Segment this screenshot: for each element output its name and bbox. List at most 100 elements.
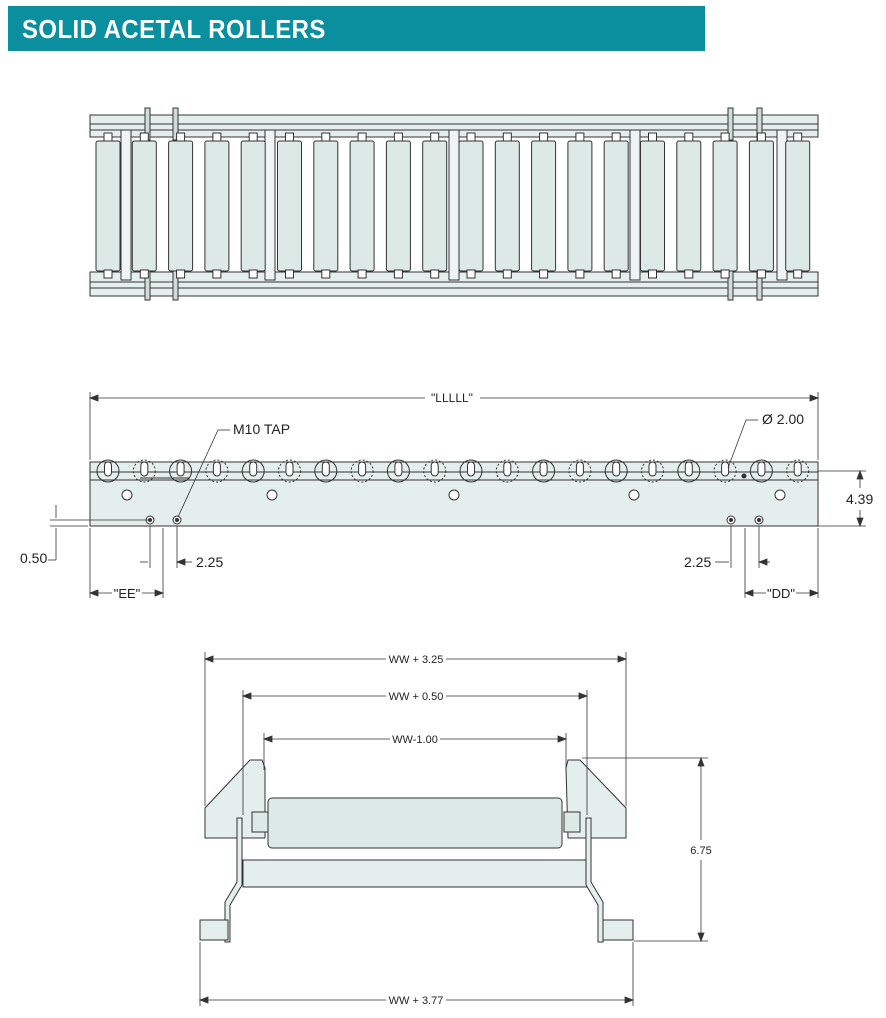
roller — [240, 140, 266, 272]
bolt-post — [172, 107, 179, 141]
roller — [277, 140, 302, 272]
roller-axle-top — [248, 132, 258, 142]
roller-axle-bottom — [176, 269, 186, 279]
roller — [603, 140, 629, 272]
roller-axle-top — [502, 132, 512, 142]
axle-slot — [176, 461, 185, 477]
lower-cross-member — [242, 859, 589, 888]
roller-end — [314, 459, 338, 483]
tap-label: M10 TAP — [233, 421, 290, 437]
roller-end — [568, 459, 592, 483]
roller-end — [241, 459, 265, 483]
cross-tie — [629, 129, 641, 281]
end-view — [199, 759, 634, 943]
axle-slot — [321, 461, 330, 477]
roller-axle-bottom — [357, 269, 367, 279]
roller-axle-top — [466, 132, 476, 142]
roller-end — [132, 459, 156, 483]
axle-slot — [684, 461, 693, 477]
axle-slot — [358, 461, 367, 477]
roller-axle-bottom — [248, 269, 258, 279]
roller-axle-bottom — [611, 269, 621, 279]
roller-axle-bottom — [139, 269, 149, 279]
roller-axle-top — [684, 132, 694, 142]
roller-axle-top — [648, 132, 657, 142]
roller — [676, 140, 702, 272]
roller-axle-bottom — [321, 269, 331, 279]
roller-end — [604, 459, 628, 483]
roller-axle-top — [176, 132, 186, 142]
roller — [785, 140, 811, 272]
roller-axle-top — [720, 132, 730, 142]
height-label-end: 6.75 — [690, 845, 711, 857]
roller-axle-bottom — [539, 269, 549, 279]
axle-slot — [503, 461, 512, 477]
roller-end — [169, 459, 193, 483]
roller-end — [459, 459, 483, 483]
offset-label: 0.50 — [20, 550, 47, 566]
roller-axle-top — [430, 132, 440, 142]
frame-hole — [448, 489, 460, 501]
roller-axle-top — [212, 132, 222, 142]
axle-slot — [249, 461, 258, 477]
roller-axle-bottom — [684, 269, 694, 279]
right-leg — [585, 817, 604, 943]
diameter-label: Ø 2.00 — [762, 411, 804, 427]
roller — [640, 140, 665, 272]
roller-end — [495, 459, 519, 483]
cross-tie — [448, 129, 460, 281]
right-spacing-label: 2.25 — [684, 554, 711, 570]
width-roller-label: WW-1.00 — [392, 734, 438, 746]
roller-axle-bottom — [648, 269, 657, 279]
roller — [204, 140, 230, 272]
roller-axle-bottom — [756, 269, 766, 279]
axle-slot — [430, 461, 439, 477]
roller-axle-bottom — [285, 269, 294, 279]
roller-axle-bottom — [212, 269, 222, 279]
overall-length-label: "LLLLL" — [431, 391, 473, 405]
roller-axle-bottom — [793, 269, 803, 279]
width-bottom-label: WW + 3.77 — [389, 995, 444, 1007]
axle-slot — [539, 461, 548, 477]
axle-slot — [575, 461, 584, 477]
roller — [385, 140, 411, 272]
roller-end — [386, 459, 410, 483]
axle-slot — [467, 461, 475, 477]
roller — [131, 140, 157, 272]
roller — [422, 140, 448, 272]
roller-end — [713, 459, 737, 483]
roller — [458, 140, 484, 272]
page-title: SOLID ACETAL ROLLERS — [22, 14, 326, 44]
axle-slot — [793, 461, 802, 477]
roller-bushing-left — [251, 811, 269, 833]
roller-end — [278, 459, 301, 483]
axle-slot — [394, 461, 403, 477]
roller — [313, 140, 339, 272]
right-end-label: "DD" — [767, 586, 795, 601]
roller-axle-top — [611, 132, 621, 142]
roller-axle-bottom — [430, 269, 440, 279]
roller-end — [749, 459, 773, 483]
axle-slot — [757, 461, 766, 477]
roller-axle-bottom — [502, 269, 512, 279]
roller-bushing-right — [563, 811, 581, 833]
roller — [168, 140, 194, 272]
axle-slot — [104, 461, 112, 477]
roller — [748, 140, 774, 272]
axle-slot — [612, 461, 621, 477]
frame-hole — [121, 489, 133, 501]
cross-tie — [120, 129, 132, 281]
roller-end — [677, 459, 701, 483]
roller-axle-bottom — [466, 269, 476, 279]
axle-slot — [721, 461, 730, 477]
roller-axle-top — [285, 132, 294, 142]
frame-hole — [266, 489, 278, 501]
axle-slot — [285, 461, 294, 477]
roller — [349, 140, 375, 272]
right-foot — [602, 919, 634, 941]
roller-end — [786, 459, 810, 483]
height-label: 4.39 — [846, 491, 873, 507]
roller-axle-bottom — [575, 269, 585, 279]
roller-end — [96, 459, 120, 483]
roller-axle-top — [793, 132, 803, 142]
